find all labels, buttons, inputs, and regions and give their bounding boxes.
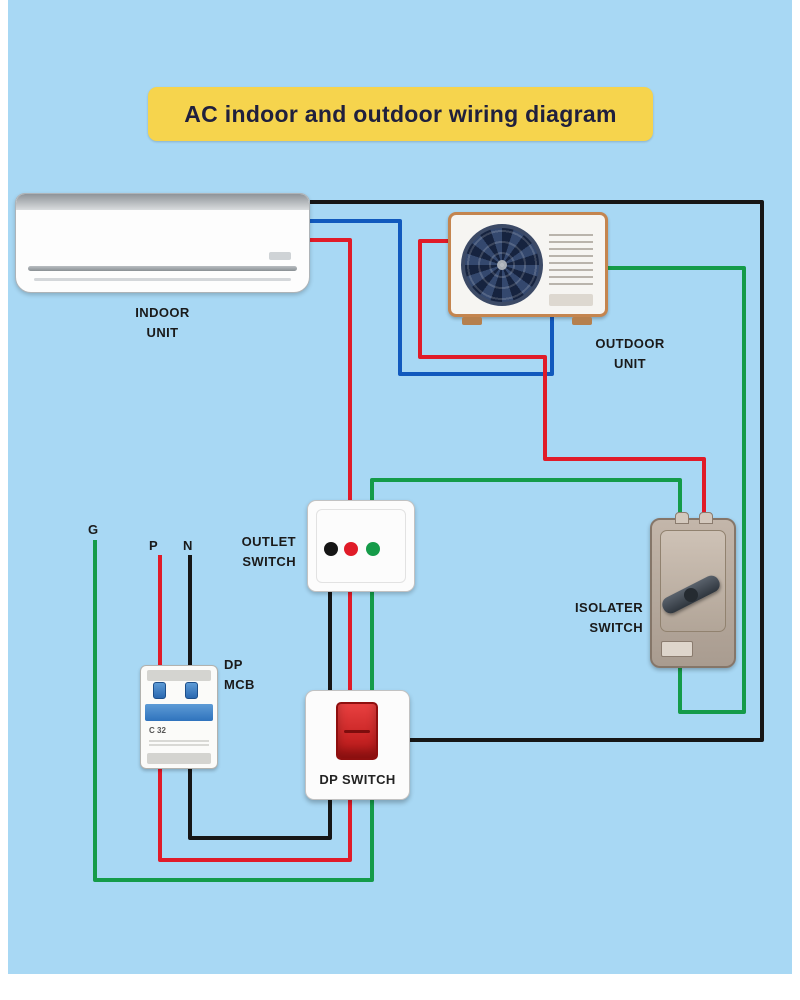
isolator-rating-plate <box>661 641 693 657</box>
wire-red-indoor-feed <box>310 238 352 548</box>
outlet-terminal-red <box>344 542 358 556</box>
wire-green-earth <box>93 540 374 882</box>
isolator-pivot <box>684 588 698 602</box>
dp-mcb-label: DP MCB <box>224 657 255 692</box>
outlet-switch <box>307 500 415 592</box>
page-title: AC indoor and outdoor wiring diagram <box>184 100 617 127</box>
isolator-entry-left <box>675 512 689 524</box>
phase-label: P <box>149 538 159 553</box>
outdoor-unit <box>448 212 608 317</box>
mcb-rating-text: C 32 <box>149 726 166 735</box>
outdoor-fan-icon <box>461 224 543 306</box>
outdoor-side-panel <box>549 294 593 306</box>
earth-label: G <box>88 522 99 537</box>
mcb-toggle-left <box>153 682 166 699</box>
wire-black-interconnect <box>310 200 764 742</box>
wire-blue-interconnect <box>310 219 554 376</box>
mcb-marking-lines <box>149 738 209 748</box>
diagram-background <box>8 0 792 974</box>
indoor-unit <box>15 193 310 293</box>
indoor-unit-vent <box>28 266 297 271</box>
wire-green-isolator-outdoor <box>608 266 746 714</box>
wire-green-outlet-isolator <box>370 478 682 548</box>
mcb-toggle-right <box>185 682 198 699</box>
wire-red-outdoor-isolator <box>418 239 706 540</box>
mcb-terminal-bottom <box>147 753 211 764</box>
dp-mcb: C 32 <box>140 665 218 769</box>
mcb-terminal-top <box>147 670 211 681</box>
indoor-unit-top-panel <box>16 194 309 210</box>
wire-red-mcb-dp <box>158 760 352 862</box>
dp-switch-label: DP SWITCH <box>319 772 396 787</box>
neutral-label: N <box>183 538 193 553</box>
indoor-unit-label: INDOOR UNIT <box>135 305 190 340</box>
mcb-blue-band <box>145 704 213 721</box>
isolator-entry-right <box>699 512 713 524</box>
indoor-unit-display <box>269 252 291 260</box>
indoor-unit-vent-lower <box>34 278 291 281</box>
outdoor-unit-label: OUTDOOR UNIT <box>595 336 665 371</box>
outdoor-foot-right <box>572 317 592 325</box>
isolator-switch <box>650 512 736 668</box>
outdoor-grille <box>549 229 593 287</box>
dp-switch: DP SWITCH <box>305 690 410 800</box>
outlet-switch-label: OUTLET SWITCH <box>241 534 296 569</box>
outlet-switch-plate <box>316 509 406 583</box>
title-banner: AC indoor and outdoor wiring diagram <box>148 87 653 141</box>
outlet-terminal-green <box>366 542 380 556</box>
outlet-terminal-black <box>324 542 338 556</box>
isolator-switch-label: ISOLATER SWITCH <box>575 600 643 635</box>
outdoor-foot-left <box>462 317 482 325</box>
dp-switch-rocker <box>336 702 378 760</box>
